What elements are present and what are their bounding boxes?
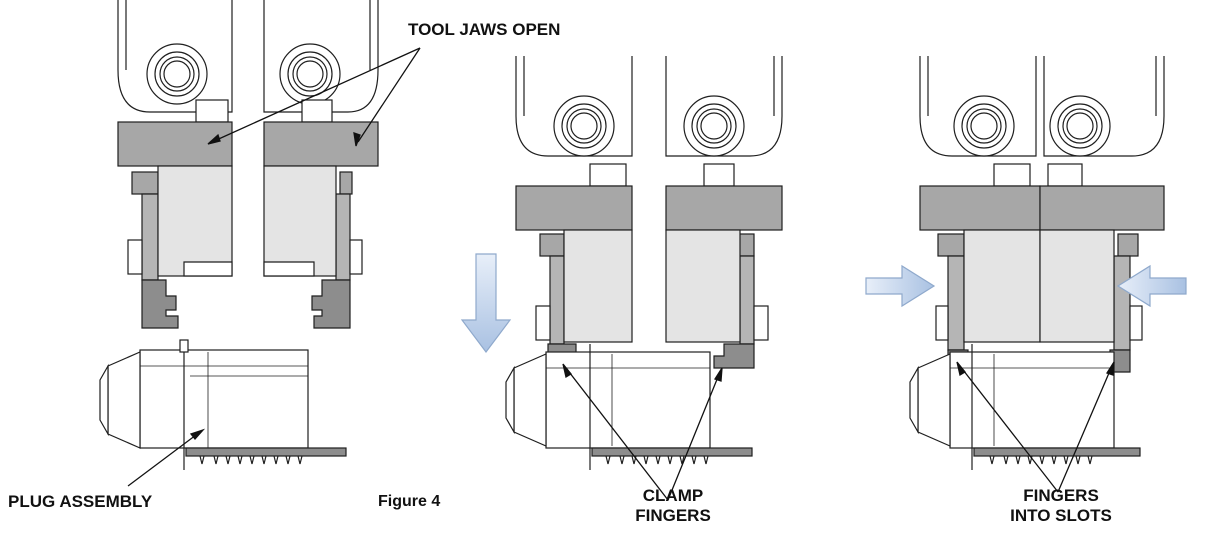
fingers-into-slots-line1: FINGERS: [1023, 486, 1099, 505]
nut-icon: [683, 95, 745, 157]
plug-assembly-label: PLUG ASSEMBLY: [8, 492, 153, 511]
panel-clamp-fingers: [505, 56, 783, 470]
leader-fingers-into-slots: [956, 361, 1115, 493]
plug-assembly-clamped: [909, 344, 1141, 470]
panel-fingers-into-slots: [909, 56, 1165, 470]
down-arrow-icon: [460, 253, 512, 353]
left-arrow-icon: [1116, 264, 1187, 308]
plug-assembly: [99, 339, 347, 470]
nut-icon: [553, 95, 615, 157]
fingers-into-slots-label: FINGERS INTO SLOTS: [996, 486, 1126, 526]
right-arrow-icon: [865, 264, 936, 308]
plug-assembly-engaged: [505, 344, 753, 470]
nut-icon: [1049, 95, 1111, 157]
nut-icon: [953, 95, 1015, 157]
figure-caption: Figure 4: [378, 493, 441, 510]
leader-tool-jaws-open: [207, 47, 421, 147]
clamp-fingers-line2: FINGERS: [635, 506, 711, 525]
nut-icon: [279, 43, 341, 105]
tool-jaws-open-label: TOOL JAWS OPEN: [408, 20, 561, 39]
panel-jaws-open: [99, 0, 379, 470]
fingers-into-slots-line2: INTO SLOTS: [1010, 506, 1112, 525]
leader-clamp-fingers: [562, 363, 723, 501]
leader-plug-assembly: [127, 428, 206, 487]
nut-icon: [146, 43, 208, 105]
clamp-fingers-label: CLAMP FINGERS: [618, 486, 728, 526]
clamp-fingers-line1: CLAMP: [642, 486, 704, 505]
